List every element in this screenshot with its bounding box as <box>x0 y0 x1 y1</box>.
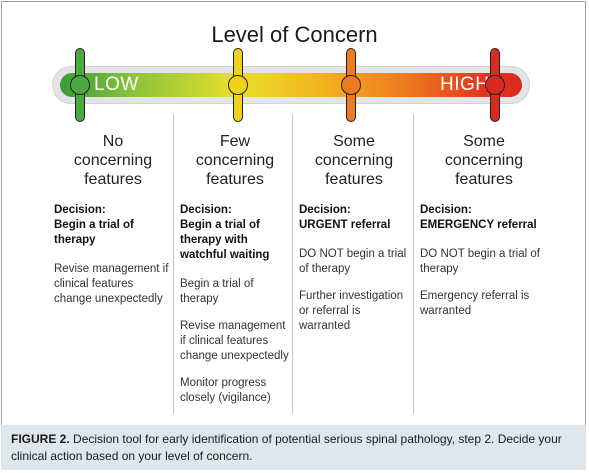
column-divider <box>413 114 414 414</box>
scale-low-label: LOW <box>94 74 139 95</box>
note: Revise management if clinical features c… <box>54 263 169 305</box>
caption-text: Decision tool for early identification o… <box>11 432 562 463</box>
column-divider <box>292 114 293 414</box>
column-some-concern-emergency: Some concerning features Decision: EMERG… <box>420 132 548 331</box>
caption-label: FIGURE 2. <box>11 432 70 446</box>
note: DO NOT begin a trial of therapy <box>420 248 540 275</box>
figure-caption: FIGURE 2. Decision tool for early identi… <box>1 425 586 470</box>
decision-label: Decision: <box>299 204 351 216</box>
note: Emergency referral is warranted <box>420 290 530 317</box>
note: Further investigation or referral is war… <box>299 290 404 332</box>
column-some-concern-urgent: Some concerning features Decision: URGEN… <box>299 132 409 346</box>
concern-scale-gradient <box>60 73 522 97</box>
decision-label: Decision: <box>420 204 472 216</box>
note: Begin a trial of therapy <box>180 278 254 305</box>
figure-title: Level of Concern <box>211 22 378 47</box>
decision-label: Decision: <box>54 204 106 216</box>
decision-label: Decision: <box>180 204 232 216</box>
note: Monitor progress closely (vigilance) <box>180 377 271 404</box>
decision-text: Begin a trial of therapy <box>54 219 134 246</box>
column-few-concern: Few concerning features Decision: Begin … <box>180 132 290 418</box>
column-heading: Few concerning features <box>195 133 275 188</box>
decision-text: EMERGENCY referral <box>420 219 537 231</box>
column-heading: Some concerning features <box>444 133 524 188</box>
column-heading: No concerning features <box>73 133 153 188</box>
column-heading: Some concerning features <box>314 133 394 188</box>
column-divider <box>173 114 174 414</box>
decision-text: Begin a trial of therapy with watchful w… <box>180 219 270 261</box>
column-no-concern: No concerning features Decision: Begin a… <box>54 132 172 319</box>
decision-text: URGENT referral <box>299 219 391 231</box>
note: Revise management if clinical features c… <box>180 320 289 362</box>
scale-high-label: HIGH <box>440 74 490 95</box>
note: DO NOT begin a trial of therapy <box>299 248 407 275</box>
